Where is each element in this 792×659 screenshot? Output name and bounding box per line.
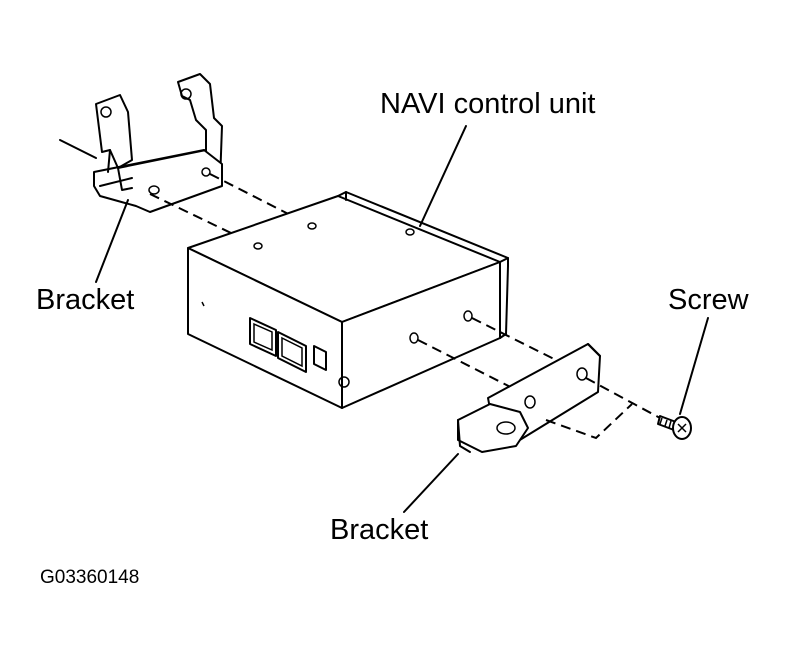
right-bracket	[457, 343, 601, 453]
navi-control-unit-box	[187, 191, 509, 409]
label-screw: Screw	[668, 284, 749, 316]
left-bracket	[93, 73, 223, 213]
dashed-line-screw-1	[585, 377, 661, 419]
alignment-line-left	[59, 139, 97, 159]
leader-navi-control-unit	[419, 125, 467, 227]
label-bracket-left: Bracket	[36, 284, 135, 316]
figure-code: G03360148	[40, 567, 140, 588]
dashed-line-screw-2	[545, 403, 633, 440]
dashed-line-right-1	[417, 339, 533, 399]
leader-screw	[679, 317, 709, 415]
label-navi-control-unit: NAVI control unit	[380, 88, 596, 120]
leader-bracket-bottom	[403, 453, 459, 513]
leader-bracket-left	[95, 199, 129, 283]
label-bracket-bottom: Bracket	[330, 514, 429, 546]
dashed-line-left-2	[209, 173, 313, 227]
screw	[657, 415, 692, 440]
